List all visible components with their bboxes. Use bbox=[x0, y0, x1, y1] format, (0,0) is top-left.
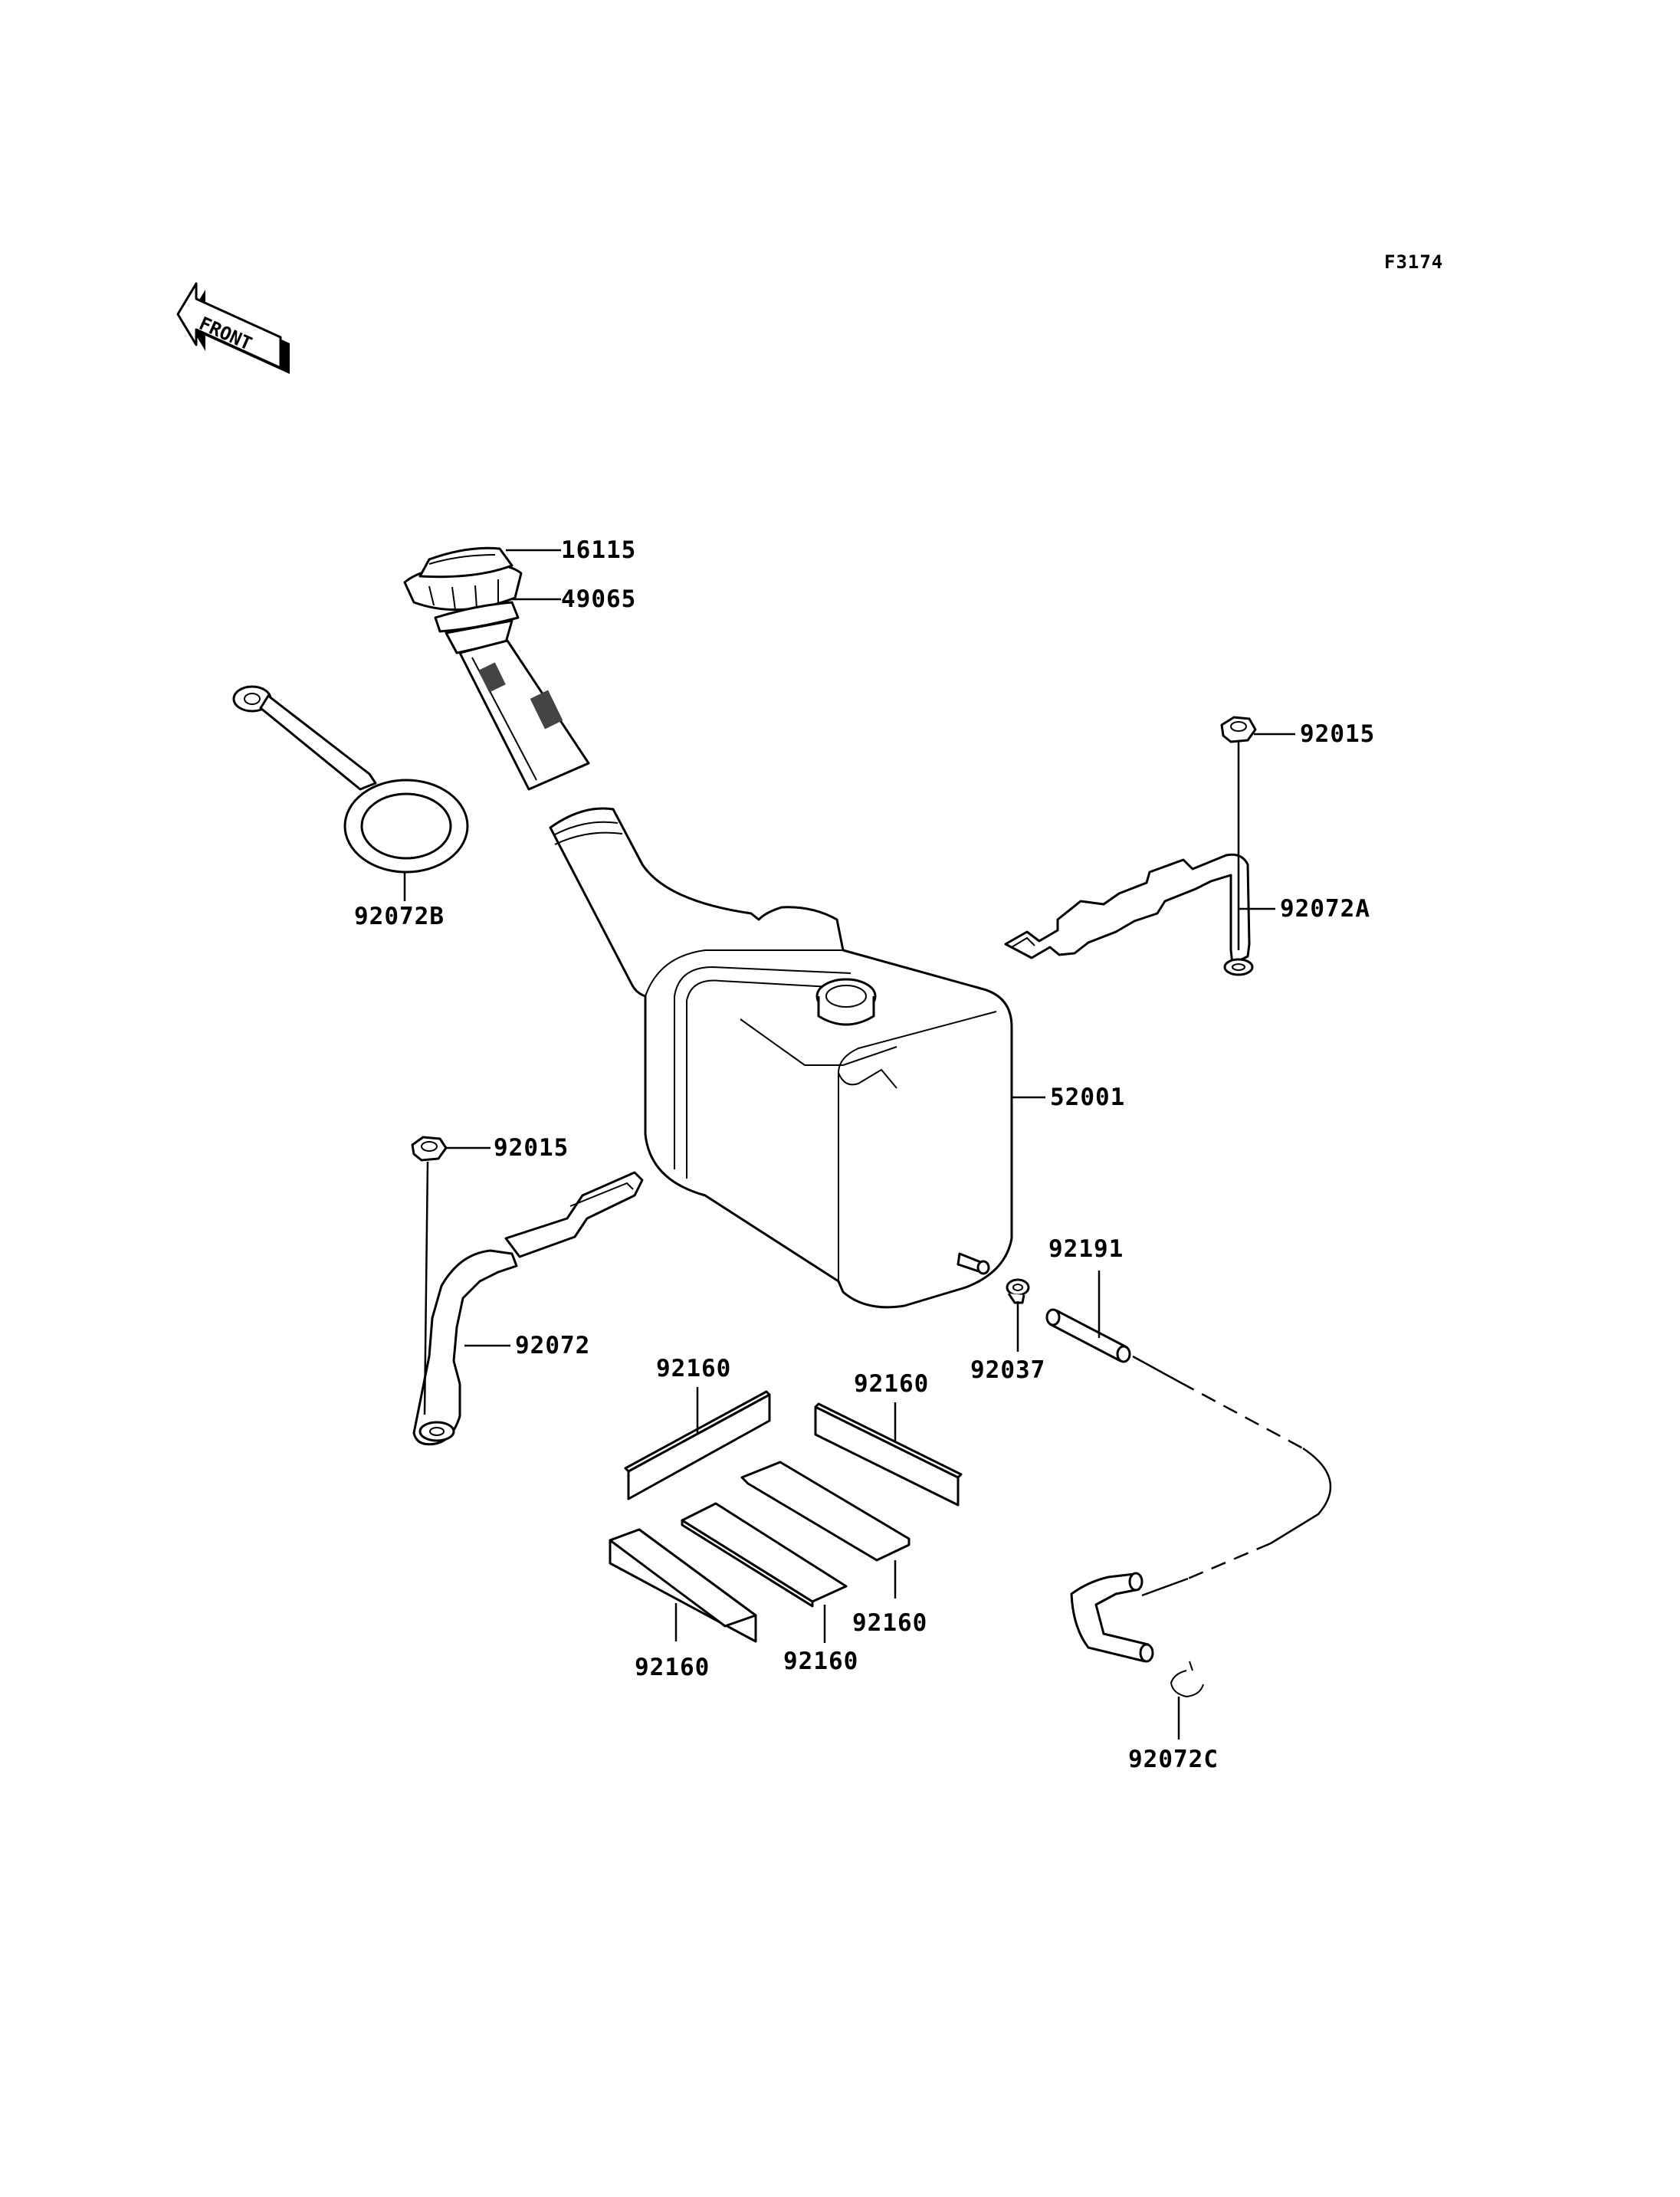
label-16115: 16115 bbox=[561, 536, 636, 564]
oil-strainer bbox=[434, 601, 590, 791]
oil-cap bbox=[403, 546, 523, 612]
label-92037: 92037 bbox=[970, 1356, 1045, 1384]
label-92160-bottom-left: 92160 bbox=[635, 1654, 710, 1681]
clip-92072c bbox=[1170, 1661, 1204, 1698]
hose-end bbox=[1070, 1572, 1154, 1663]
label-92160-mid-right: 92160 bbox=[852, 1609, 927, 1637]
label-92015-right: 92015 bbox=[1300, 720, 1375, 748]
label-49065: 49065 bbox=[561, 585, 636, 613]
label-92072: 92072 bbox=[515, 1332, 590, 1359]
label-92191: 92191 bbox=[1048, 1235, 1124, 1263]
pad-top-right bbox=[814, 1402, 963, 1507]
nut-92015-right bbox=[1220, 716, 1257, 743]
label-92160-bottom-mid: 92160 bbox=[783, 1648, 858, 1675]
leader-lines bbox=[403, 549, 1295, 1740]
pad-bottom-mid bbox=[681, 1502, 848, 1608]
nut-92015-left bbox=[411, 1136, 448, 1162]
label-92160-top-left: 92160 bbox=[656, 1355, 731, 1382]
front-arrow-icon: FRONT bbox=[176, 282, 290, 374]
label-92160-top-right: 92160 bbox=[854, 1370, 929, 1398]
breather-hose bbox=[1045, 1308, 1332, 1597]
clamp-92037 bbox=[1006, 1278, 1030, 1304]
oil-tank bbox=[549, 807, 1013, 1309]
label-52001: 52001 bbox=[1050, 1084, 1125, 1111]
figure-code: F3174 bbox=[1384, 251, 1443, 273]
strap-92072b bbox=[232, 685, 469, 874]
strap-92072a bbox=[1004, 853, 1254, 976]
label-92072b: 92072B bbox=[354, 903, 445, 930]
label-92072c: 92072C bbox=[1128, 1746, 1219, 1773]
pad-bottom-left bbox=[609, 1528, 757, 1643]
pad-mid bbox=[740, 1461, 911, 1562]
label-92015-left: 92015 bbox=[494, 1134, 569, 1162]
strap-92072 bbox=[412, 1171, 644, 1446]
label-92072a: 92072A bbox=[1280, 895, 1370, 923]
